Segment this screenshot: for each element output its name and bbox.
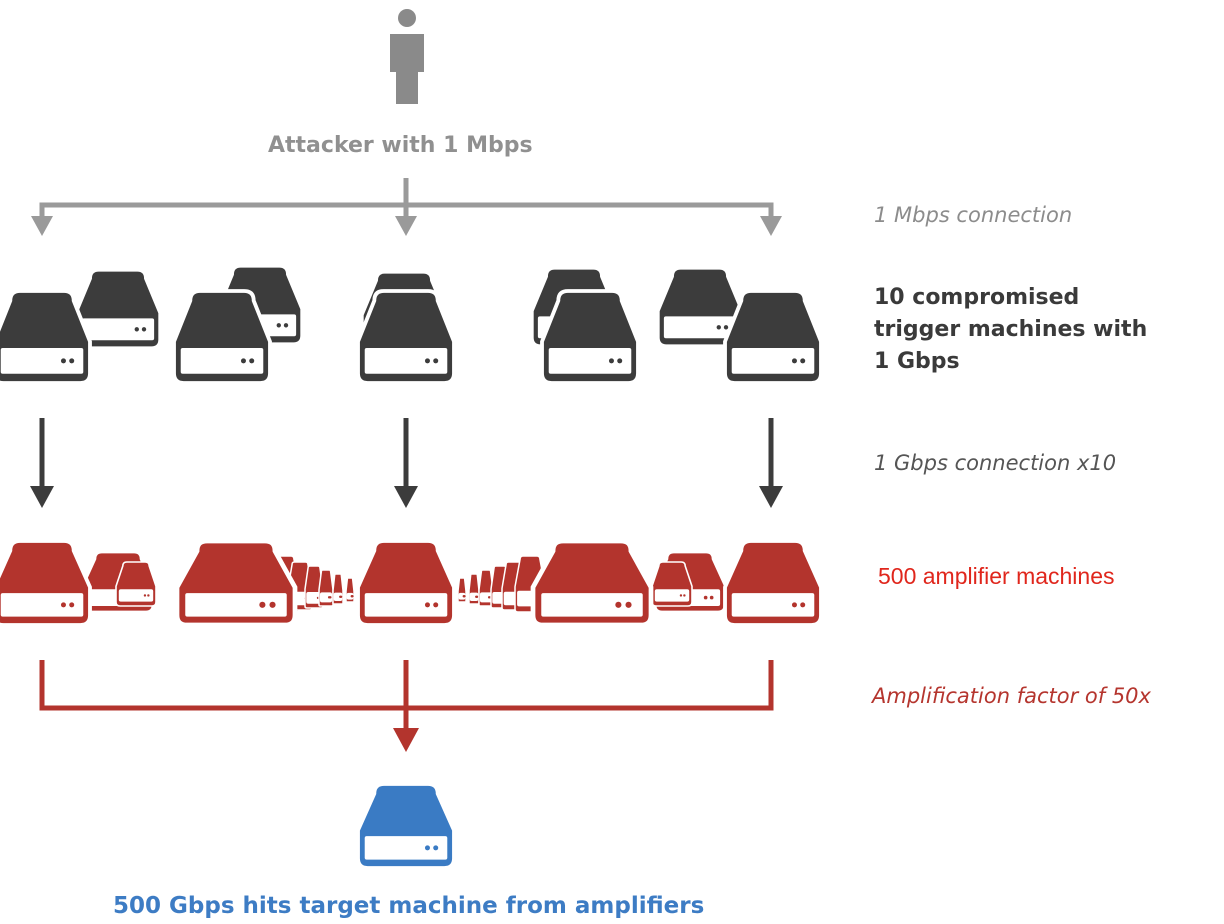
server-icon bbox=[318, 569, 334, 607]
server-icon bbox=[457, 577, 467, 603]
server-icon bbox=[540, 289, 640, 385]
server-icon bbox=[356, 782, 456, 870]
server-icon bbox=[656, 266, 744, 348]
server-icon bbox=[345, 577, 355, 603]
person-icon bbox=[390, 9, 424, 104]
arrow-head bbox=[31, 216, 53, 236]
amplification-factor-label: Amplification factor of 50x bbox=[872, 684, 1151, 708]
server-icon bbox=[530, 538, 654, 628]
trigger-machines-label: 10 compromised trigger machines with 1 G… bbox=[874, 285, 1148, 374]
amplifier-machines-label: 500 amplifier machines bbox=[878, 563, 1115, 589]
server-icon bbox=[74, 268, 162, 350]
server-icon bbox=[0, 539, 92, 627]
server-icon bbox=[0, 289, 92, 385]
arrow-head bbox=[30, 486, 54, 508]
arrow-head bbox=[393, 728, 419, 752]
server-icon bbox=[174, 538, 298, 628]
server-icon bbox=[723, 539, 823, 627]
target-label: 500 Gbps hits target machine from amplif… bbox=[113, 893, 705, 919]
server-icon bbox=[172, 289, 272, 385]
arrow-head bbox=[394, 486, 418, 508]
arrow-head bbox=[759, 486, 783, 508]
attacker-label: Attacker with 1 Mbps bbox=[268, 133, 533, 158]
server-icon bbox=[723, 289, 823, 385]
trigger-connection-label: 1 Gbps connection x10 bbox=[874, 451, 1117, 475]
server-icon bbox=[332, 573, 344, 605]
arrow-head bbox=[395, 216, 417, 236]
server-icon bbox=[468, 573, 480, 605]
server-icon bbox=[115, 561, 157, 607]
arrow-head bbox=[760, 216, 782, 236]
server-icon bbox=[651, 561, 693, 607]
attacker-branch-line bbox=[39, 202, 774, 216]
server-icon bbox=[356, 539, 456, 627]
attacker-connection-label: 1 Mbps connection bbox=[874, 203, 1073, 227]
server-icon bbox=[356, 289, 456, 385]
